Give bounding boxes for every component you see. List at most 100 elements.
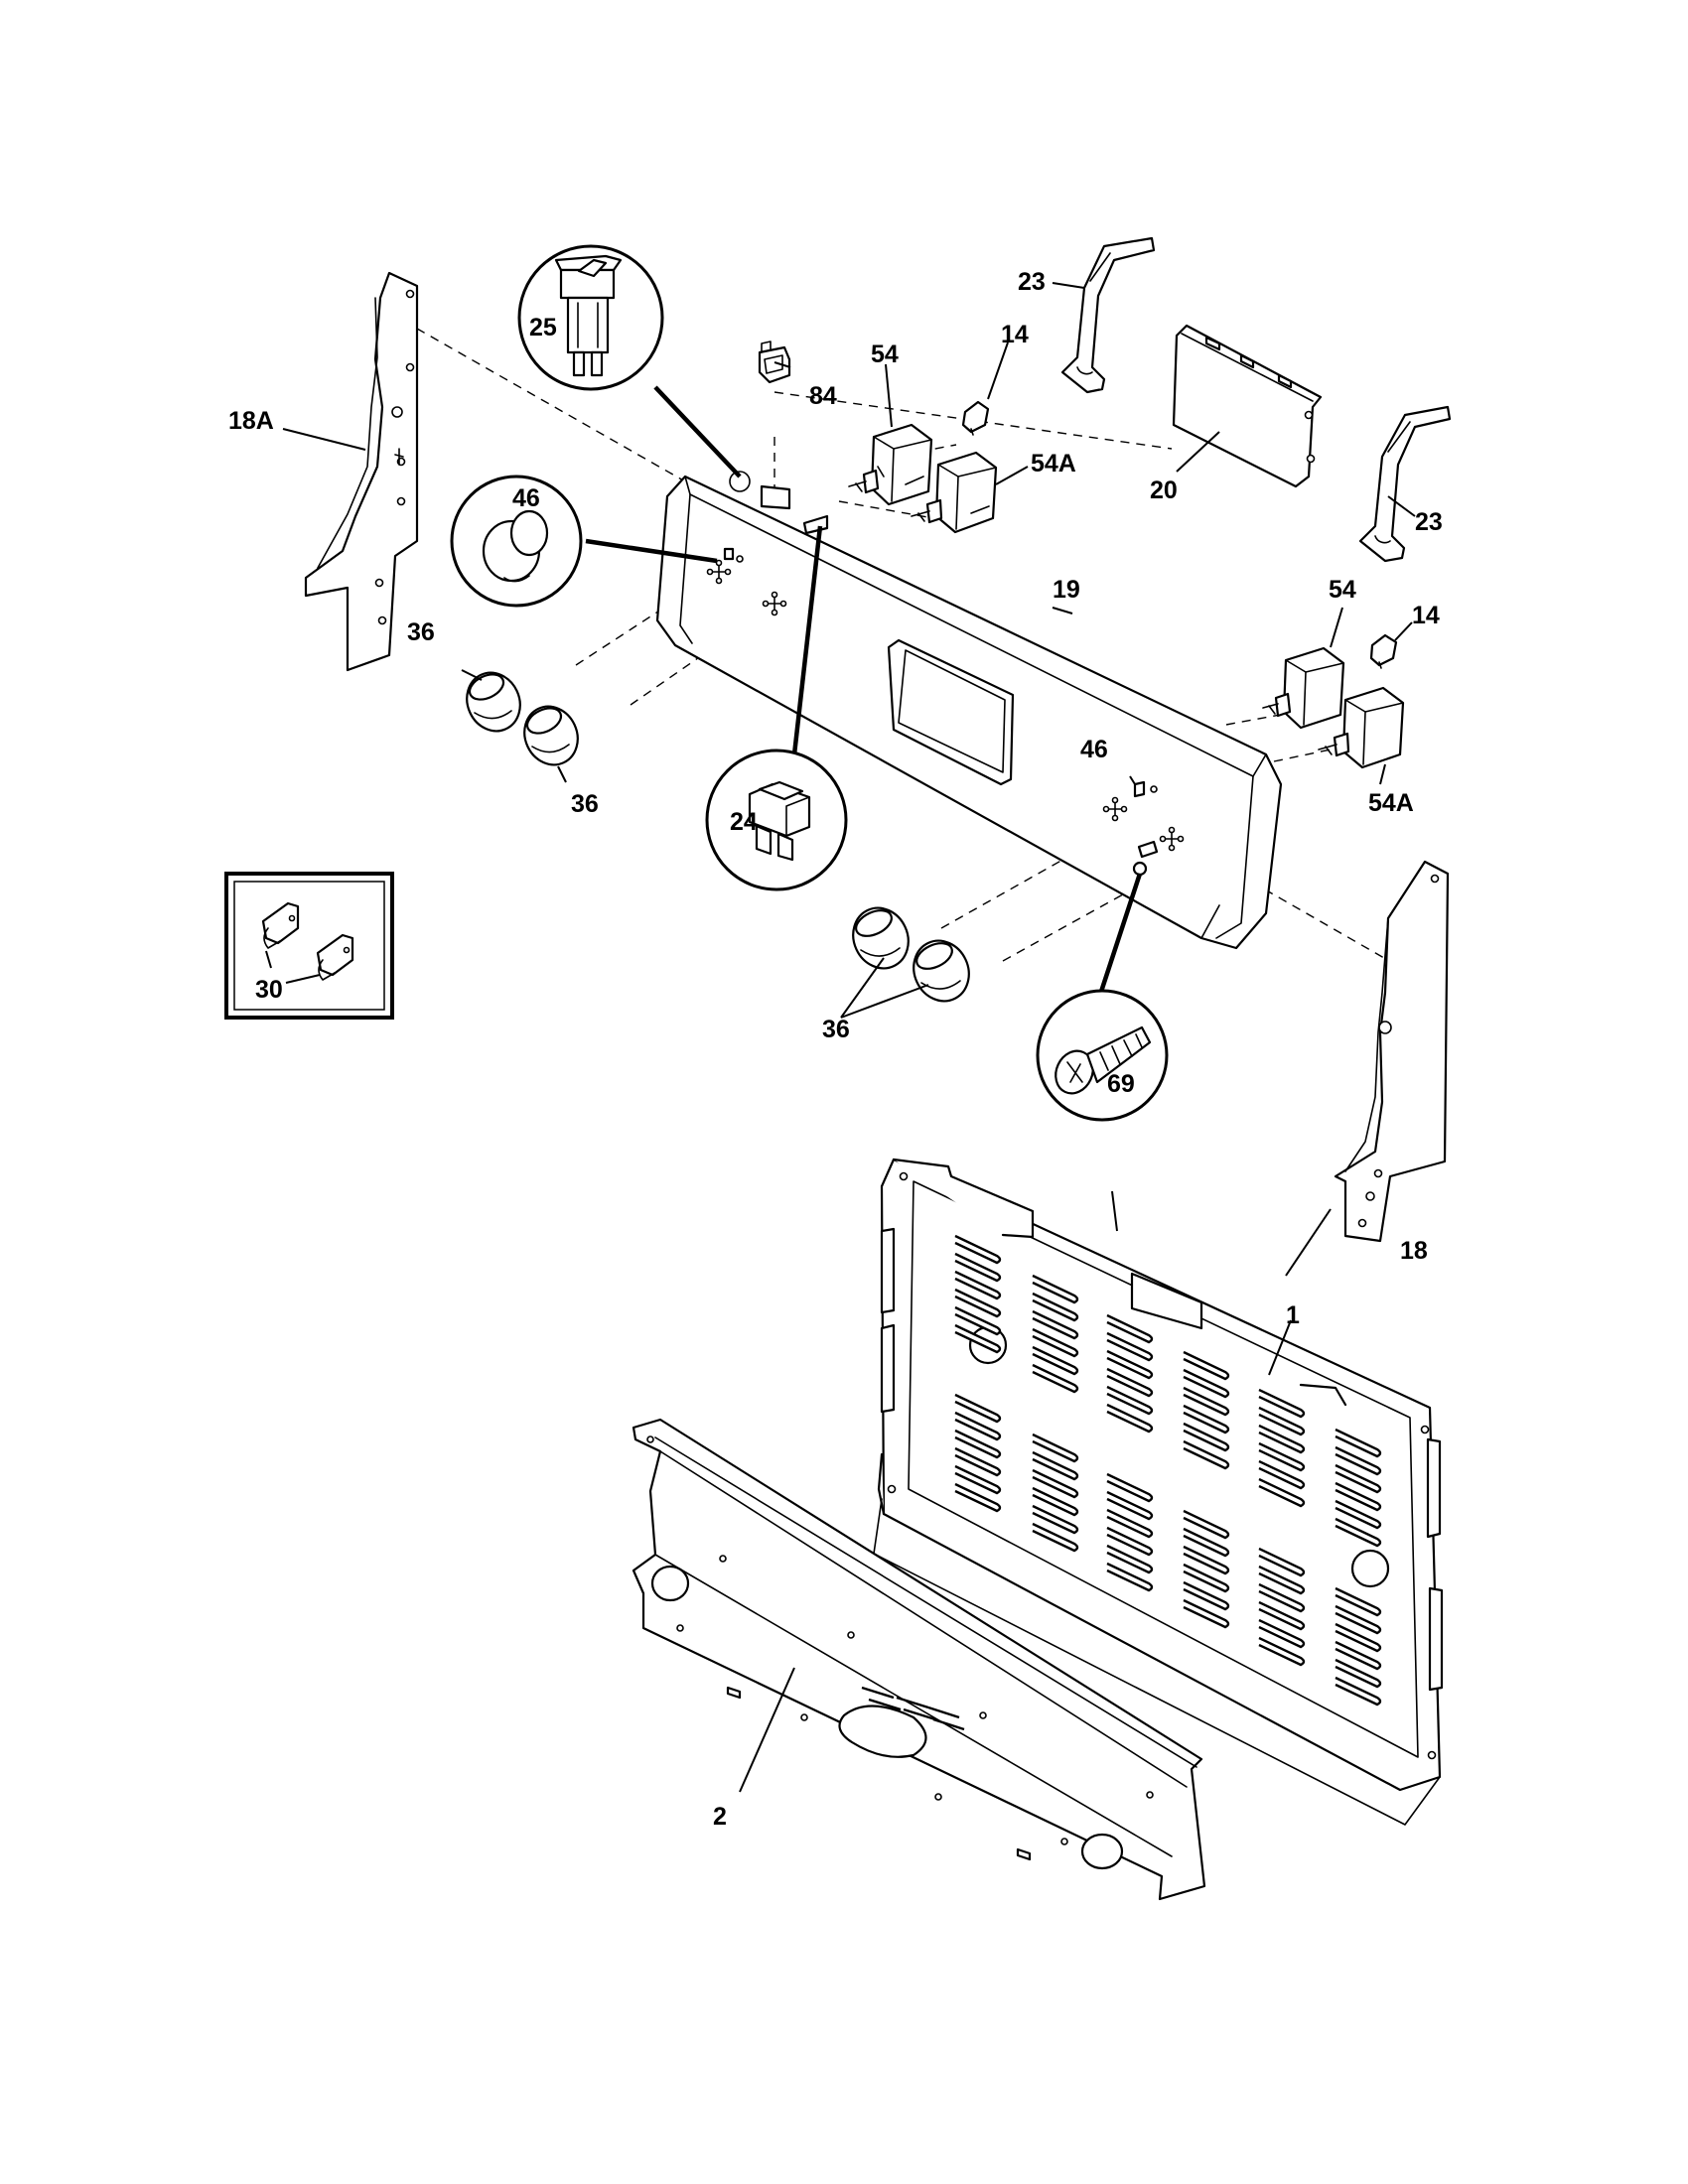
louver-slot: [954, 1446, 1002, 1477]
bracket-30-a: [261, 901, 300, 949]
louver-slot: [1258, 1565, 1306, 1595]
louver-slot: [954, 1411, 1002, 1441]
louver-slot: [1032, 1450, 1079, 1481]
louver-slot: [1106, 1367, 1154, 1398]
louver-slot: [1183, 1509, 1230, 1540]
louver-slot: [1106, 1331, 1154, 1362]
switch-54-upper: [848, 423, 933, 506]
label-69: 69: [1107, 1070, 1135, 1098]
connector-84: [758, 341, 791, 384]
callout-46-detail: [450, 475, 718, 608]
louver-slot: [1032, 1345, 1079, 1376]
label-36-b: 36: [571, 790, 599, 818]
louver-slot: [954, 1464, 1002, 1495]
label-36-a: 36: [407, 618, 435, 646]
part-labels: 18A 25 46 84 54 14 54A 23 20 23 19 54 14…: [228, 268, 1443, 1831]
inset-box-30: [224, 872, 394, 1020]
louver-slot: [1335, 1463, 1382, 1494]
label-14-upper: 14: [1001, 321, 1029, 348]
louver-slot: [954, 1234, 1002, 1265]
label-23-upper: 23: [1018, 268, 1046, 296]
label-2: 2: [713, 1803, 727, 1831]
knob-36-b: [523, 705, 579, 766]
louver-slot: [1335, 1517, 1382, 1548]
label-14-lower: 14: [1412, 602, 1440, 629]
louver-slot: [1183, 1350, 1230, 1381]
louver-slot: [1032, 1522, 1079, 1553]
louver-slot: [1335, 1640, 1382, 1671]
louver-slot: [954, 1305, 1002, 1336]
louver-slot: [954, 1323, 1002, 1354]
end-bracket-left: [304, 271, 419, 672]
label-54A-lower: 54A: [1368, 789, 1414, 817]
louver-slot: [1032, 1433, 1079, 1463]
louver-slot: [1258, 1441, 1306, 1472]
end-bracket-right: [1334, 860, 1450, 1243]
callout-24-detail: [705, 525, 848, 891]
louver-slots: [954, 1234, 1382, 1706]
label-18A: 18A: [228, 407, 274, 435]
louver-slot: [1335, 1586, 1382, 1617]
louver-slot: [1032, 1504, 1079, 1535]
leader-lines: [282, 282, 1416, 1793]
label-1: 1: [1286, 1301, 1300, 1329]
panel-fasteners: [706, 547, 1185, 877]
louver-slot: [1032, 1309, 1079, 1340]
knob-36-d: [913, 939, 970, 1003]
control-board-20: [1172, 324, 1323, 488]
louver-slot: [1258, 1547, 1306, 1577]
label-19: 19: [1053, 576, 1080, 604]
louver-slot: [1106, 1508, 1154, 1539]
knob-36-a: [466, 671, 521, 733]
louver-slot: [954, 1429, 1002, 1459]
louver-slot: [1106, 1562, 1154, 1592]
switch-54-lower: [1262, 646, 1345, 730]
label-36-c: 36: [822, 1016, 850, 1043]
louver-slot: [1106, 1313, 1154, 1344]
louver-slot: [1183, 1439, 1230, 1470]
louver-slot: [1258, 1388, 1306, 1419]
label-23-lower: 23: [1415, 508, 1443, 536]
louver-slot: [1032, 1468, 1079, 1499]
louver-slot: [1258, 1406, 1306, 1436]
lower-panel-2: [632, 1418, 1206, 1901]
louver-slot: [1258, 1582, 1306, 1613]
louver-slot: [1335, 1604, 1382, 1635]
label-54-lower: 54: [1329, 576, 1356, 604]
louver-slot: [1258, 1636, 1306, 1667]
callout-25-detail: [517, 244, 742, 478]
label-46-lower: 46: [1080, 736, 1108, 763]
louver-slot: [1183, 1527, 1230, 1558]
louver-slot: [1032, 1274, 1079, 1304]
label-24: 24: [730, 808, 758, 836]
louver-slot: [954, 1482, 1002, 1513]
clip-23-lower: [1358, 405, 1452, 563]
clip-23-upper: [1060, 236, 1156, 394]
louver-slot: [1106, 1472, 1154, 1503]
louver-slot: [954, 1288, 1002, 1318]
louver-slot: [1032, 1363, 1079, 1394]
knob-36-c: [852, 906, 910, 970]
louver-slot: [1335, 1428, 1382, 1458]
label-20: 20: [1150, 477, 1178, 504]
label-18: 18: [1400, 1237, 1428, 1265]
louver-slot: [954, 1270, 1002, 1300]
louver-slot: [1032, 1292, 1079, 1322]
louver-slot: [1335, 1481, 1382, 1512]
callout-69-detail: [1036, 873, 1169, 1122]
louver-slot: [1183, 1404, 1230, 1434]
louver-slot: [1183, 1580, 1230, 1611]
louver-slot: [1258, 1618, 1306, 1649]
louver-slot: [1183, 1386, 1230, 1417]
louver-slot: [1106, 1544, 1154, 1574]
bracket-30-b: [316, 933, 354, 981]
louver-slot: [1335, 1658, 1382, 1689]
louver-slot: [1258, 1600, 1306, 1631]
louver-slot: [1335, 1499, 1382, 1530]
louver-slot: [1183, 1545, 1230, 1575]
louver-slot: [1183, 1368, 1230, 1399]
terminal-14-lower: [1369, 633, 1398, 669]
louver-slot: [1183, 1563, 1230, 1593]
switch-54A-lower: [1318, 686, 1405, 769]
